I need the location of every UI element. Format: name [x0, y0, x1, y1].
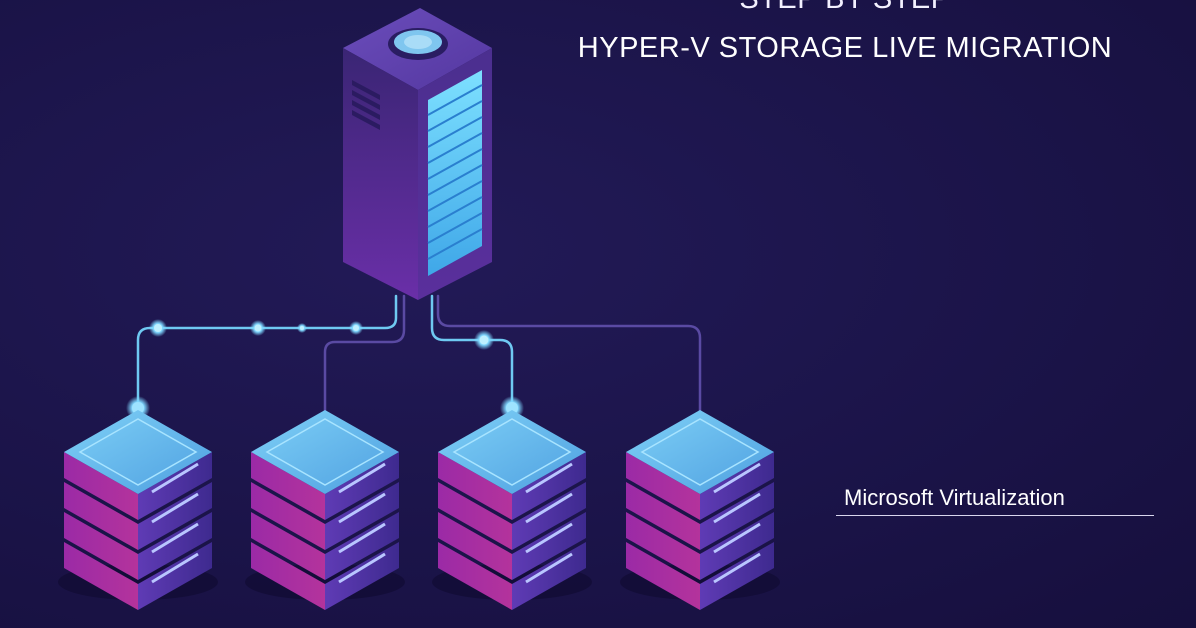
node-led-strip — [338, 462, 386, 494]
node-layer-right — [700, 542, 774, 610]
node-top-inset — [640, 418, 760, 486]
node-layer-left — [251, 542, 325, 610]
node-top-inset — [265, 418, 385, 486]
page-title: HYPER-V STORAGE LIVE MIGRATION — [577, 32, 1113, 64]
storage-nodes — [58, 410, 780, 610]
node-layer-left — [626, 512, 700, 580]
node-layer-left — [438, 482, 512, 550]
node-led-strip — [338, 522, 386, 554]
node-layer-left — [64, 452, 138, 520]
node-led-strip — [338, 492, 386, 524]
node-layer-right — [512, 482, 586, 550]
storage-node-icon — [58, 410, 218, 610]
storage-node-icon — [245, 410, 405, 610]
node-layer-right — [700, 452, 774, 520]
node-led-strip — [151, 522, 199, 554]
node-top — [64, 410, 212, 494]
node-led-strip — [525, 522, 573, 554]
node-layer-right — [512, 452, 586, 520]
node-led-strip — [151, 462, 199, 494]
node-led-strip — [525, 552, 573, 584]
node-layer-left — [64, 512, 138, 580]
node-layer-right — [325, 512, 399, 580]
node-top-inset — [452, 418, 572, 486]
link-node-3 — [430, 294, 514, 410]
connection-lines — [136, 294, 702, 414]
node-layer-left — [64, 482, 138, 550]
node-layer-left — [251, 482, 325, 550]
node-layer-right — [512, 512, 586, 580]
node-layer-left — [64, 542, 138, 610]
node-layer-right — [325, 542, 399, 610]
node-led-strip — [338, 552, 386, 584]
subtitle: Microsoft Virtualization — [836, 484, 1154, 516]
node-led-strip — [713, 492, 761, 524]
node-layer-right — [138, 452, 212, 520]
node-led-strip — [713, 462, 761, 494]
storage-node-icon — [432, 410, 592, 610]
node-layer-left — [626, 542, 700, 610]
node-layer-right — [138, 482, 212, 550]
node-layer-right — [700, 512, 774, 580]
tower-server-icon — [343, 8, 492, 300]
node-led-strip — [525, 462, 573, 494]
node-layer-right — [138, 542, 212, 610]
node-led-strip — [151, 492, 199, 524]
node-layer-left — [438, 542, 512, 610]
storage-node-icon — [620, 410, 780, 610]
node-top — [626, 410, 774, 494]
node-layer-right — [512, 542, 586, 610]
link-node-4 — [436, 294, 702, 414]
node-layer-right — [325, 452, 399, 520]
node-layer-left — [626, 482, 700, 550]
title-line-1: STEP BY STEP — [540, 0, 1150, 12]
node-layer-right — [700, 482, 774, 550]
node-led-strip — [713, 522, 761, 554]
link-node-1 — [136, 294, 398, 410]
link-node-2 — [323, 294, 406, 414]
node-layer-left — [251, 512, 325, 580]
node-top — [251, 410, 399, 494]
node-led-strip — [713, 552, 761, 584]
node-layer-left — [251, 452, 325, 520]
node-layer-left — [438, 452, 512, 520]
node-led-strip — [525, 492, 573, 524]
node-top — [438, 410, 586, 494]
node-led-strip — [151, 552, 199, 584]
node-layer-right — [138, 512, 212, 580]
node-layer-right — [325, 482, 399, 550]
node-top-inset — [78, 418, 198, 486]
node-layer-left — [438, 512, 512, 580]
node-layer-left — [626, 452, 700, 520]
